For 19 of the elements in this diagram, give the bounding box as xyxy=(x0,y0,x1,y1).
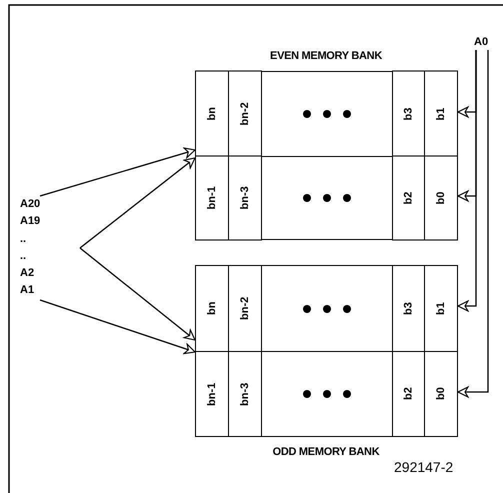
figure-number: 292147-2 xyxy=(394,459,454,475)
arrow xyxy=(40,299,196,354)
address-lines: A20 A19 .. .. A2 A1 xyxy=(18,196,80,300)
bank-title: EVEN MEMORY BANK xyxy=(269,50,383,62)
bit-cell: bn xyxy=(195,265,229,352)
bit-cell: b1 xyxy=(424,265,458,352)
arrow xyxy=(80,248,196,341)
bit-cell: b1 xyxy=(424,71,458,156)
arrow xyxy=(40,148,196,197)
bank-title: ODD MEMORY BANK xyxy=(272,446,380,458)
bit-cell: bn xyxy=(195,71,229,156)
bit-cell: b0 xyxy=(424,156,458,240)
bit-cell: b0 xyxy=(424,351,458,437)
arrow xyxy=(80,157,196,249)
arrow xyxy=(457,50,489,398)
bit-cell: bn-1 xyxy=(195,351,229,437)
signal-name: A0 xyxy=(472,35,492,50)
bit-cell: bn-1 xyxy=(195,156,229,240)
arrow xyxy=(457,50,477,312)
